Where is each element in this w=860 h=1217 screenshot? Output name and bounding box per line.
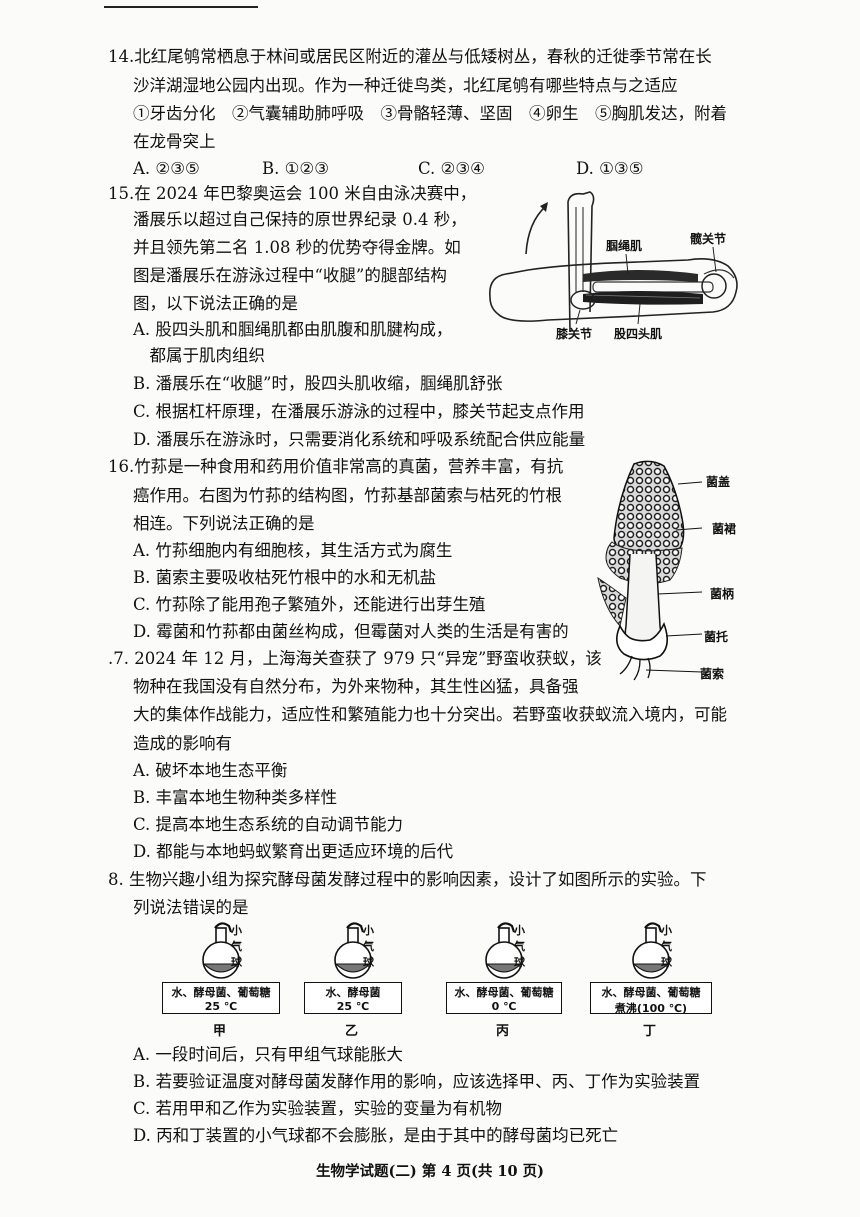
q18-line: 列说法错误的是: [133, 898, 249, 917]
top-rule: [104, 6, 258, 8]
quadriceps-label: 股四头肌: [614, 327, 663, 341]
skirt-label: 菌裙: [712, 522, 737, 536]
flask-temperature: 煮沸(100 ℃): [614, 1002, 688, 1015]
hip-joint-label: 髋关节: [690, 232, 727, 246]
hamstring-label: 腘绳肌: [606, 239, 643, 253]
q17-line: .7. 2024 年 12 月，上海海关查获了 979 只“异宠”野蛮收获蚁，该: [108, 649, 602, 668]
q14-option-b[interactable]: B. ①②③: [262, 159, 329, 178]
flask-contents: 水、酵母菌、葡萄糖: [171, 986, 271, 999]
q17-option-d[interactable]: D. 都能与本地蚂蚁繁育出更适应环境的后代: [133, 842, 454, 861]
q16-option-d[interactable]: D. 霉菌和竹荪都由菌丝构成，但霉菌对人类的生活是有害的: [133, 622, 569, 641]
q18-option-a[interactable]: A. 一段时间后，只有甲组气球能胀大: [133, 1045, 403, 1064]
q15-option-b[interactable]: B. 潘展乐在“收腿”时，股四头肌收缩，腘绳肌舒张: [133, 374, 503, 393]
flask-contents: 水、酵母菌、葡萄糖: [454, 986, 554, 999]
q15-line: 15.在 2024 年巴黎奥运会 100 米自由泳决赛中，: [108, 184, 477, 203]
q15-option-a-cont: 都属于肌肉组织: [133, 346, 266, 365]
q14-line: 沙洋湖湿地公园内出现。作为一种迁徙鸟类，北红尾鸲有哪些特点与之适应: [133, 76, 678, 95]
q18-option-d[interactable]: D. 丙和丁装置的小气球都不会膨胀，是由于其中的酵母菌均已死亡: [133, 1126, 619, 1145]
q16-option-c[interactable]: C. 竹荪除了能用孢子繁殖外，还能进行出芽生殖: [133, 595, 486, 614]
flask-temperature: 25 ℃: [204, 1000, 238, 1013]
flask-temperature: 25 ℃: [336, 1000, 370, 1013]
rhizomorph-label: 菌索: [700, 667, 725, 681]
q14-line: 14.北红尾鸲常栖息于林间或居民区附近的灌丛与低矮树丛，春秋的迁徙季节常在长: [108, 47, 712, 66]
q18-line: 8. 生物兴趣小组为探究酵母菌发酵过程中的影响因素，设计了如图所示的实验。下: [108, 870, 707, 889]
q16-line: 相连。下列说法正确的是: [133, 514, 315, 533]
q15-option-c[interactable]: C. 根据杠杆原理，在潘展乐游泳的过程中，膝关节起支点作用: [133, 402, 585, 421]
q16-line: 16.竹荪是一种食用和药用价值非常高的真菌，营养丰富，有抗: [108, 457, 564, 476]
cap-label: 菌盖: [706, 475, 731, 489]
q15-line: 潘展乐以超过自己保持的原世界纪录 0.4 秒，: [133, 210, 467, 229]
balloon-label: 小气球: [514, 924, 525, 969]
flask-icon: [485, 922, 523, 979]
leg-structure-figure: [489, 191, 738, 333]
q16-option-b[interactable]: B. 菌索主要吸收枯死竹根中的水和无机盐: [133, 568, 437, 587]
knee-joint-label: 膝关节: [556, 327, 593, 341]
flask-icon: [202, 922, 240, 979]
q16-line: 癌作用。右图为竹荪的结构图，竹荪基部菌索与枯死的竹根: [133, 486, 562, 505]
flask-contents-box: 水、酵母菌、葡萄糖煮沸(100 ℃): [590, 982, 712, 1015]
q14-option-c[interactable]: C. ②③④: [418, 159, 485, 178]
q14-option-a[interactable]: A. ②③⑤: [133, 159, 200, 178]
balloon-label: 小气球: [661, 924, 672, 969]
q17-line: 造成的影响有: [133, 734, 232, 753]
flask-group-name: 乙: [345, 1024, 359, 1039]
q15-line: 图是潘展乐在游泳过程中“收腿”的腿部结构: [133, 266, 447, 285]
balloon-label: 小气球: [231, 924, 242, 969]
q17-option-b[interactable]: B. 丰富本地生物种类多样性: [133, 788, 338, 807]
flask-group-name: 丙: [496, 1024, 510, 1039]
q17-line: 物种在我国没有自然分布，为外来物种，其生性凶猛，具备强: [133, 677, 579, 696]
q15-option-a[interactable]: A. 股四头肌和腘绳肌都由肌腹和肌腱构成，: [133, 320, 453, 339]
q18-option-c[interactable]: C. 若用甲和乙作为实验装置，实验的变量为有机物: [133, 1099, 503, 1118]
flask-group-name: 丁: [643, 1024, 657, 1039]
q14-option-d[interactable]: D. ①③⑤: [576, 159, 644, 178]
q16-option-a[interactable]: A. 竹荪细胞内有细胞核，其生活方式为腐生: [133, 541, 453, 560]
flask-temperature: 0 ℃: [491, 1000, 517, 1013]
q18-option-b[interactable]: B. 若要验证温度对酵母菌发酵作用的影响，应该选择甲、丙、丁作为实验装置: [133, 1072, 701, 1091]
volva-label: 菌托: [704, 630, 729, 644]
flask-group-name: 甲: [213, 1024, 227, 1039]
balloon-label: 小气球: [363, 924, 374, 969]
q15-line: 并且领先第二名 1.08 秒的优势夺得金牌。如: [133, 238, 461, 257]
bamboo-fungus-figure: [597, 460, 703, 681]
q14-line: ①牙齿分化 ②气囊辅助肺呼吸 ③骨骼轻薄、坚固 ④卵生 ⑤胸肌发达，附着: [133, 104, 727, 123]
q17-option-a[interactable]: A. 破坏本地生态平衡: [133, 761, 288, 780]
stem-label: 菌柄: [710, 587, 735, 601]
q14-line: 在龙骨突上: [133, 132, 216, 151]
page-footer: 生物学试题(二) 第 4 页(共 10 页): [316, 1163, 544, 1180]
q17-option-c[interactable]: C. 提高本地生态系统的自动调节能力: [133, 815, 404, 834]
flask-icon: [334, 922, 372, 979]
q17-line: 大的集体作战能力，适应性和繁殖能力也十分突出。若野蛮收获蚁流入境内，可能: [133, 705, 727, 724]
flask-icon: [632, 922, 670, 979]
q15-option-d[interactable]: D. 潘展乐在游泳时，只需要消化系统和呼吸系统配合供应能量: [133, 430, 586, 449]
flask-contents: 水、酵母菌: [325, 986, 381, 999]
q15-line: 图，以下说法正确的是: [133, 294, 298, 313]
flask-contents: 水、酵母菌、葡萄糖: [601, 986, 701, 999]
